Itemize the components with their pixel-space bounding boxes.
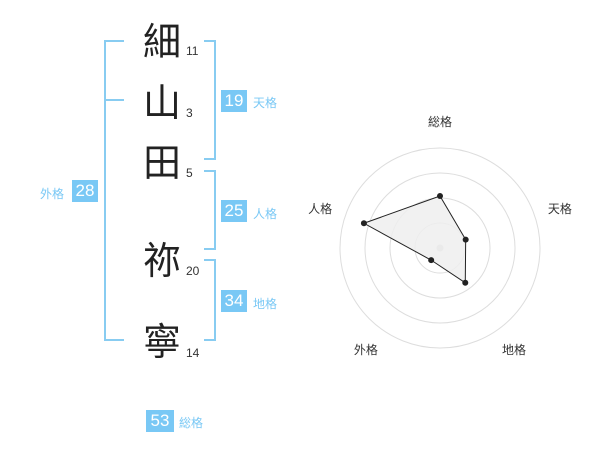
radar-area <box>362 195 467 284</box>
radar-axis-label: 地格 <box>502 342 526 357</box>
stroke-count-1: 11 <box>186 44 199 58</box>
jinkaku-bracket <box>204 170 216 250</box>
name-char-1: 細 <box>142 20 181 64</box>
name-char-5: 寧 <box>142 320 181 364</box>
tenkaku-value: 19 <box>221 90 247 112</box>
soukaku-value: 53 <box>146 410 174 432</box>
radar-point <box>462 279 469 286</box>
radar-point <box>437 193 443 199</box>
name-char-3: 田 <box>142 141 181 185</box>
chikaku-bracket <box>204 259 216 341</box>
name-char-2: 山 <box>142 81 181 125</box>
stroke-count-5: 14 <box>186 346 200 360</box>
gaikaku-value: 28 <box>72 180 98 202</box>
soukaku-label: 総格 <box>179 416 204 430</box>
radar-ring <box>364 172 516 324</box>
radar-axis-label: 人格 <box>308 201 332 216</box>
tenkaku-label: 天格 <box>253 96 278 110</box>
stroke-count-2: 3 <box>186 106 193 120</box>
gaikaku-label: 外格 <box>40 187 65 201</box>
radar-point <box>360 220 367 227</box>
radar-axis-label: 外格 <box>354 342 378 357</box>
radar-point <box>428 257 435 264</box>
chikaku-value: 34 <box>221 290 247 312</box>
jinkaku-label: 人格 <box>253 207 278 221</box>
radar-ring <box>339 147 541 349</box>
radar-point <box>462 236 469 243</box>
name-char-4: 祢 <box>142 239 181 283</box>
stroke-count-4: 20 <box>186 264 200 278</box>
stroke-count-3: 5 <box>186 166 193 180</box>
gaikaku-bracket <box>104 40 124 341</box>
jinkaku-value: 25 <box>221 200 247 222</box>
tenkaku-bracket <box>204 40 216 160</box>
chikaku-label: 地格 <box>253 297 278 311</box>
radar-axis-label: 総格 <box>428 114 452 129</box>
radar-axis-label: 天格 <box>548 201 572 216</box>
gaikaku-bracket-tick <box>104 99 124 101</box>
